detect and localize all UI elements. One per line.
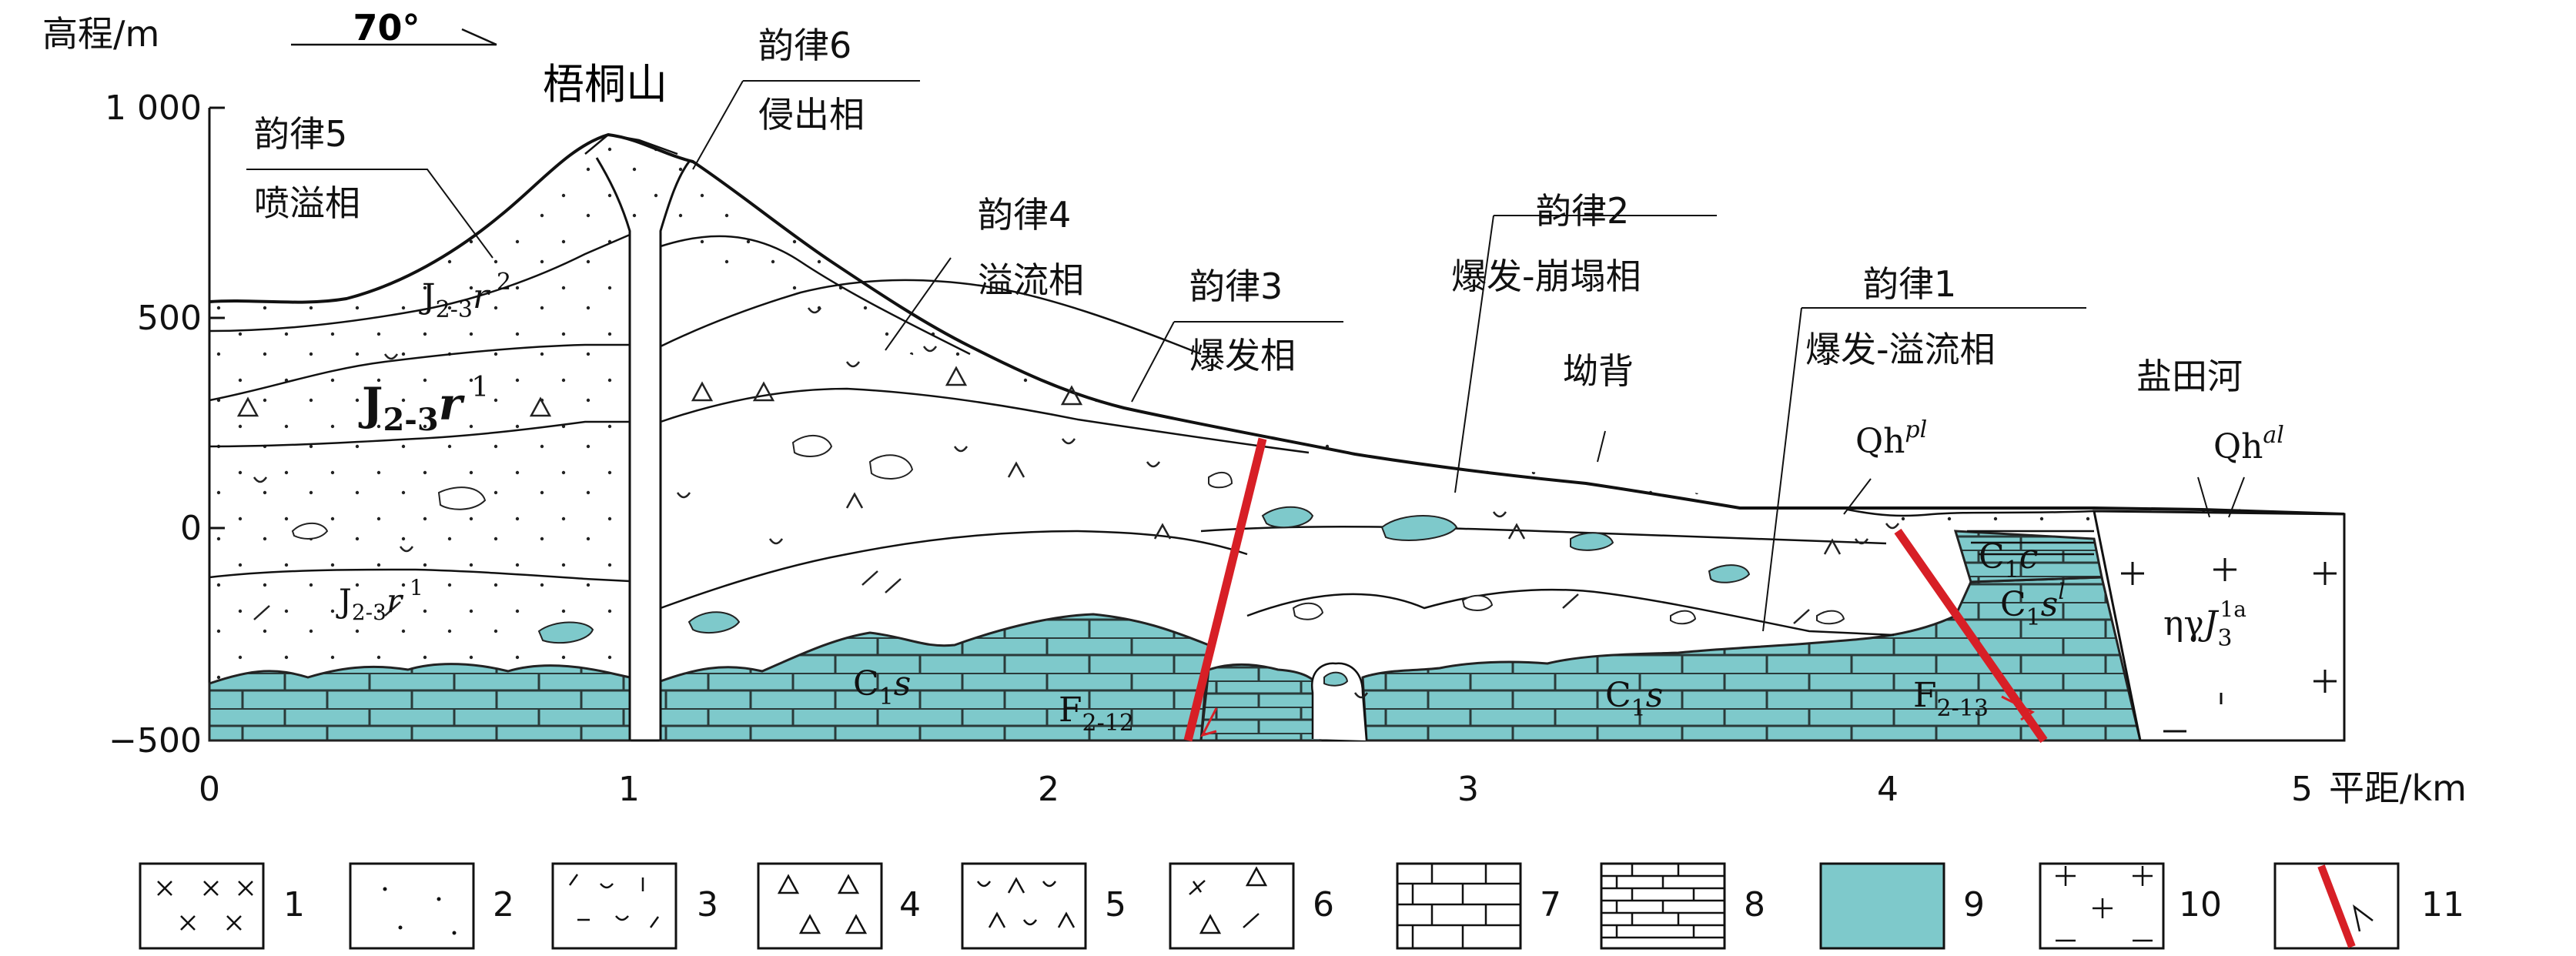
x-tick-label: 0 [199,770,220,809]
legend-label: 8 [1744,885,1765,924]
orientation-arrow: 70° [291,7,497,48]
legend-label: 1 [283,885,305,924]
unit-c1sl: C1sl [2000,579,2065,631]
y-axis: 1 000 500 0 −500 高程/m [42,13,225,760]
legend-label: 6 [1313,885,1334,924]
rhythm-labels [246,80,2245,632]
contact-line [1246,588,1895,637]
x-tick-label: 1 [618,770,640,809]
x-tick-label: 5 [2291,770,2313,809]
rhythm-4-title: 韵律4 [978,194,1071,236]
x-tick-label: 4 [1877,770,1899,809]
contact-line [209,233,631,333]
legend: 1 2 3 4 5 6 7 8 9 10 [139,862,2464,950]
legend-label: 10 [2179,885,2222,924]
rock-symbols [236,307,1900,699]
legend-label: 2 [493,885,514,924]
y-tick-label: 500 [137,299,202,338]
rhythm-6-title: 韵律6 [758,25,851,66]
contact-line [660,279,1202,356]
rhythm-5-facies: 喷溢相 [254,182,360,224]
legend-label: 3 [697,885,718,924]
unit-qhal: Qhal [2213,422,2284,466]
contact-line [209,420,630,448]
fault-label-f2-13: F2-13 [1913,676,1989,722]
legend-swatch-9 [1819,862,1945,950]
unit-c1c: C1c [1979,537,2038,583]
rhythm-6-facies: 侵出相 [758,94,865,135]
place-yantianhe: 盐田河 [2136,356,2243,397]
fault-f2-12 [1183,437,1267,742]
rhythm-1-title: 韵律1 [1863,263,1956,305]
legend-swatch-5 [961,862,1087,950]
legend-label: 5 [1105,885,1126,924]
y-tick-label: 1 000 [105,89,202,128]
y-axis-title: 高程/m [42,13,159,55]
legend-label: 7 [1540,885,1561,924]
legend-label: 4 [899,885,921,924]
unit-granite: ηγJ31a [2163,597,2246,652]
fault-lines [1183,437,2048,744]
legend-swatch-1 [139,862,265,950]
legend-swatch-7 [1396,862,1522,950]
contact-line [1200,525,1887,545]
x-axis-title: 平距/km [2329,767,2467,809]
legend-label: 9 [1963,885,1985,924]
mountain-name: 梧桐山 [543,60,667,109]
rhythm-3-facies: 爆发相 [1189,335,1296,376]
limestone-basement [208,530,2142,742]
fault-label-f2-12: F2-12 [1059,690,1134,737]
contact-line [209,343,630,402]
topographic-profile [209,132,2345,516]
rhythm-2-facies: 爆发-崩塌相 [1451,256,1641,297]
unit-c1s-right: C1s [1605,676,1663,722]
rhythm-1-facies: 爆发-溢流相 [1805,329,1996,370]
rhythm-4-facies: 溢流相 [978,259,1084,301]
rhythm-5-title: 韵律5 [254,113,347,155]
x-tick-label: 2 [1038,770,1059,809]
unit-c1s-left: C1s [853,664,911,710]
rhythm-3-title: 韵律3 [1189,266,1283,307]
legend-label: 11 [2421,885,2464,924]
legend-swatch-4 [757,862,883,950]
legend-swatch-3 [551,862,677,950]
x-tick-label: 3 [1457,770,1479,809]
rhythm-2-title: 韵律2 [1536,190,1629,232]
intrusive-neck [595,157,691,740]
volcanic-fragments [291,434,1845,687]
place-aobei: 坳背 [1563,350,1634,392]
contact-line [660,387,1310,454]
y-tick-label: 0 [180,509,202,548]
contact-line [660,235,971,356]
legend-swatch-6 [1169,862,1295,950]
contact-line [209,568,631,583]
legend-swatch-2 [349,862,475,950]
orientation-label: 70° [353,7,420,48]
unit-qhpl: Qhpl [1855,416,1927,461]
contact-line [660,530,1248,610]
y-tick-label: −500 [109,721,202,760]
granite-body [2093,510,2346,742]
